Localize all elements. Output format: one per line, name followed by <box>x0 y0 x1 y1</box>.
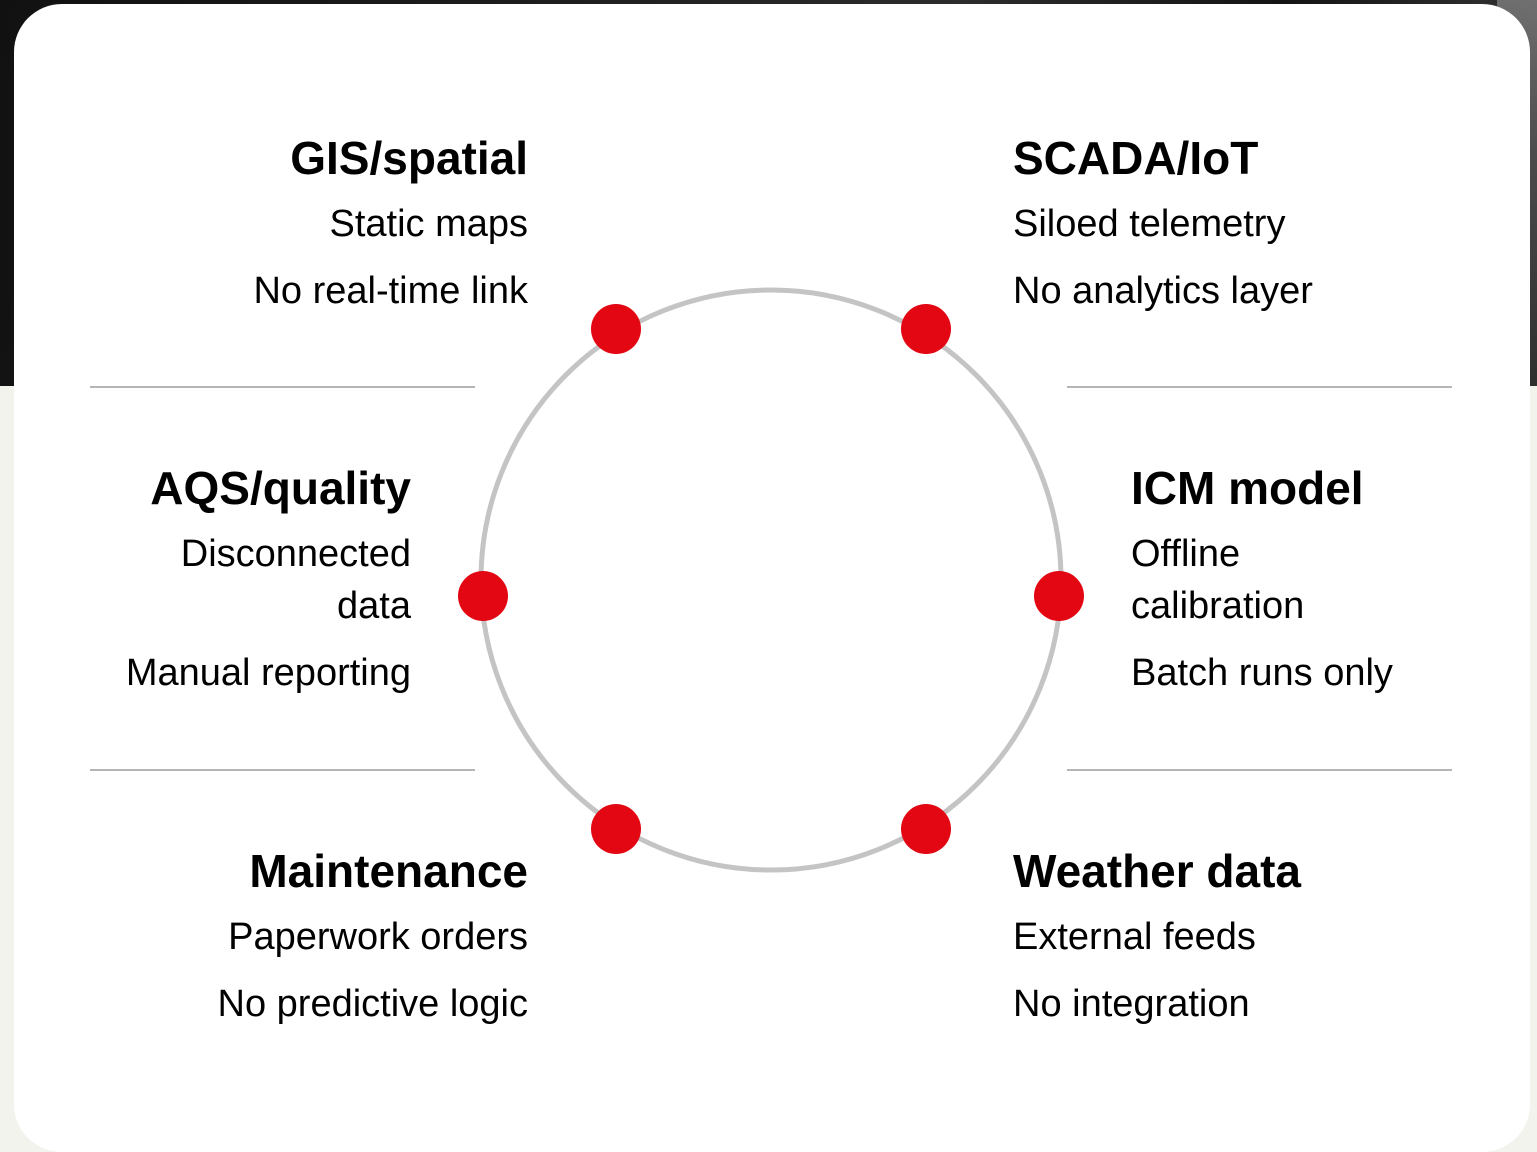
node-line: Manual reporting <box>125 652 411 694</box>
node-dot-scada[interactable] <box>901 304 951 354</box>
node-line: Offline calibration <box>1131 533 1305 627</box>
node-block-maint: Maintenance Paperwork orders No predicti… <box>150 845 528 1045</box>
node-line: Disconnected data <box>180 533 411 627</box>
divider-left-lower <box>90 769 475 771</box>
node-block-gis: GIS/spatial Static maps No real-time lin… <box>150 132 528 332</box>
node-line: No analytics layer <box>1013 270 1313 312</box>
node-dot-weather[interactable] <box>901 804 951 854</box>
node-title: GIS/spatial <box>290 132 528 184</box>
divider-left-upper <box>90 386 475 388</box>
node-line: Batch runs only <box>1131 652 1393 694</box>
node-dot-gis[interactable] <box>591 304 641 354</box>
node-line: Static maps <box>329 203 528 245</box>
diagram-card <box>14 4 1530 1152</box>
node-line: No real-time link <box>253 270 528 312</box>
divider-right-upper <box>1067 386 1452 388</box>
node-dot-icm[interactable] <box>1034 571 1084 621</box>
divider-right-lower <box>1067 769 1452 771</box>
node-title: Maintenance <box>249 845 528 897</box>
node-title: Weather data <box>1013 845 1302 897</box>
node-title: ICM model <box>1131 462 1364 514</box>
node-line: No integration <box>1013 983 1250 1025</box>
node-line: External feeds <box>1013 916 1256 958</box>
node-block-weather: Weather data External feeds No integrati… <box>1013 845 1453 1045</box>
node-block-icm: ICM model Offline calibration Batch runs… <box>1131 462 1461 714</box>
node-title: AQS/quality <box>150 462 411 514</box>
node-dot-aqs[interactable] <box>458 571 508 621</box>
node-line: Siloed telemetry <box>1013 203 1286 245</box>
node-line: No predictive logic <box>217 983 528 1025</box>
ring-circle <box>478 287 1064 873</box>
node-line: Paperwork orders <box>228 916 528 958</box>
node-block-aqs: AQS/quality Disconnected data Manual rep… <box>60 462 411 714</box>
node-block-scada: SCADA/IoT Siloed telemetry No analytics … <box>1013 132 1453 332</box>
node-title: SCADA/IoT <box>1013 132 1259 184</box>
node-dot-maint[interactable] <box>591 804 641 854</box>
